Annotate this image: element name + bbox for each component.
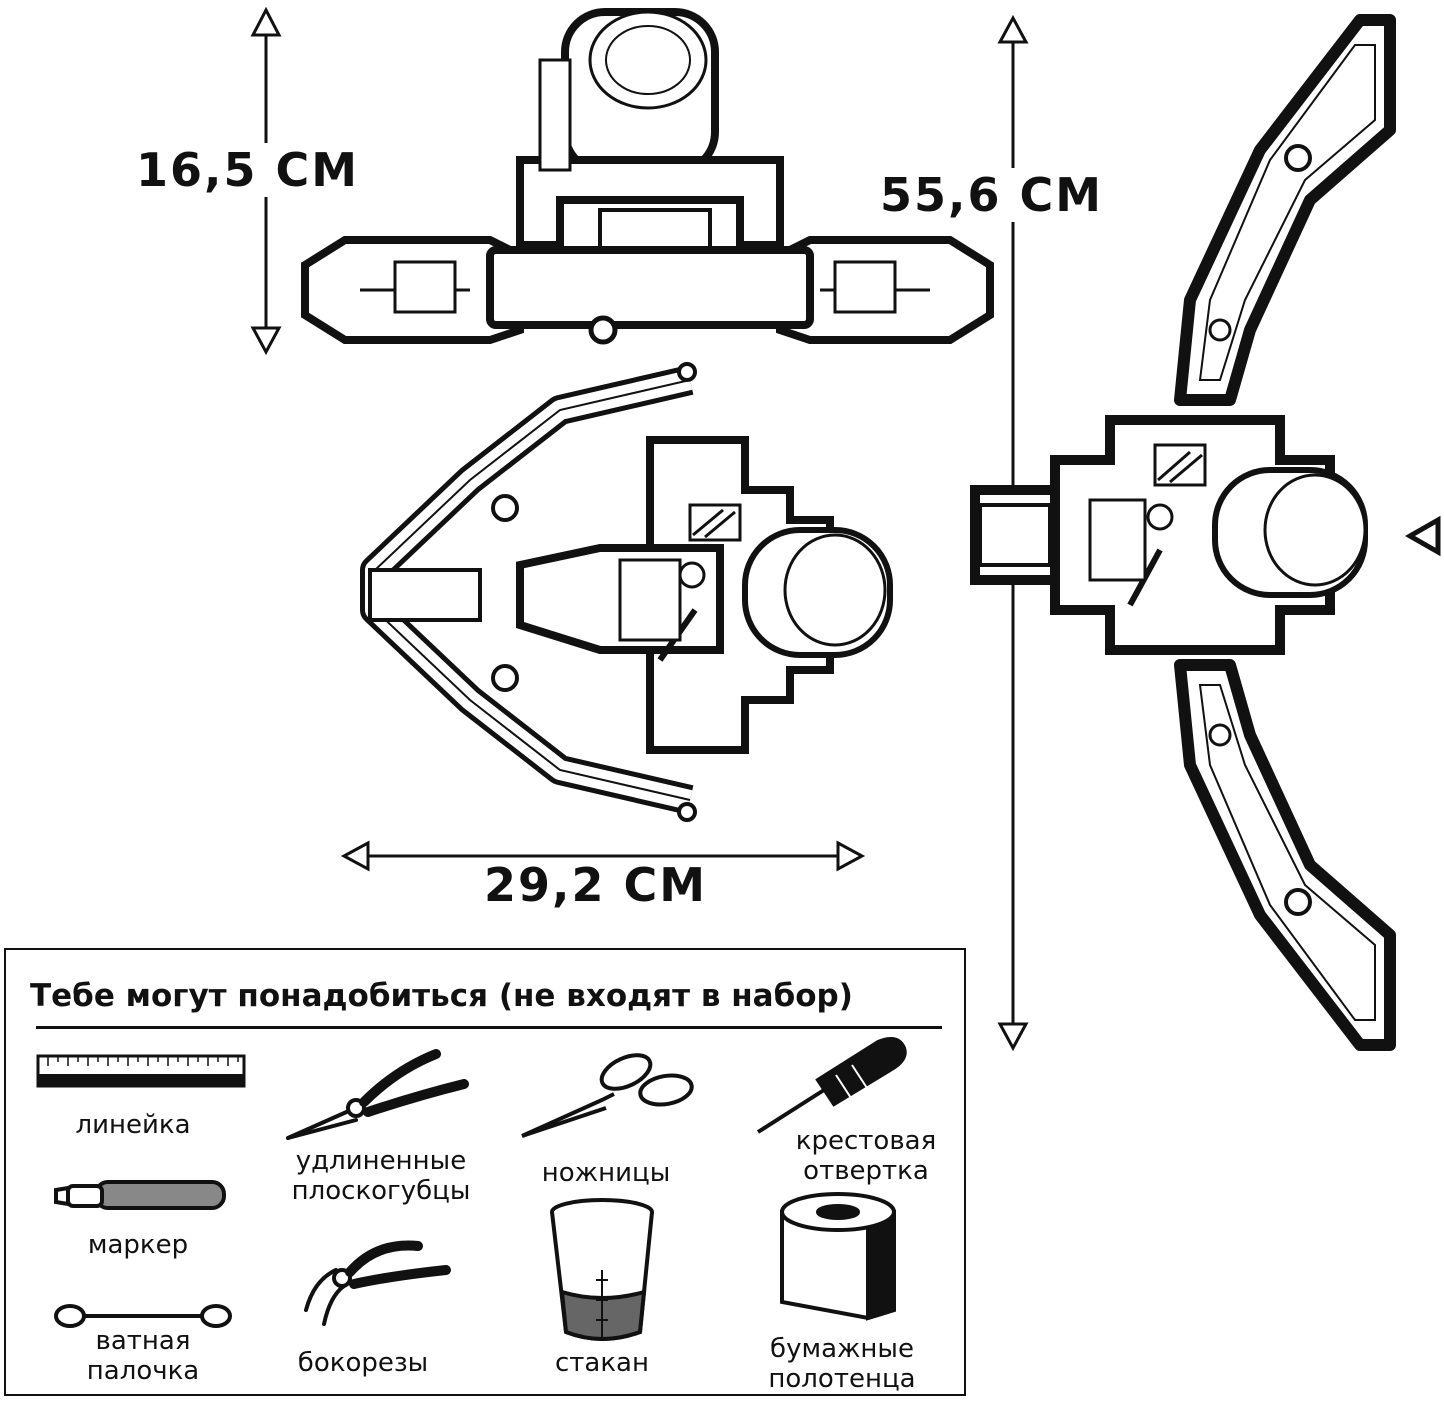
tool-label-screwdriver: крестовая отвертка [795, 1126, 937, 1186]
robot-side-view [360, 362, 893, 822]
ruler-icon [36, 1054, 246, 1088]
tool-label-measuring-cup: стакан [554, 1348, 649, 1378]
cotton-swab-icon [54, 1304, 232, 1328]
direction-triangle-icon [1404, 515, 1441, 557]
height-dimension-label: 16,5 СМ [136, 143, 360, 197]
required-tools-panel: Тебе могут понадобиться (не входят в наб… [4, 948, 966, 1396]
side-cutters-icon [304, 1240, 451, 1326]
marker-icon [54, 1180, 226, 1210]
length-dimension-label: 55,6 СМ [880, 168, 1104, 222]
phillips-screwdriver-icon [756, 1037, 907, 1134]
tool-label-long-nose-pliers: удлиненные плоскогубцы [291, 1146, 471, 1206]
paper-towel-icon [780, 1192, 896, 1321]
scissors-icon [521, 1053, 694, 1138]
tools-panel-title: Тебе могут понадобиться (не входят в наб… [30, 978, 853, 1014]
tool-label-cotton-swab: ватная палочка [86, 1326, 200, 1386]
title-divider [36, 1026, 942, 1029]
tool-label-scissors: ножницы [541, 1158, 671, 1188]
width-dimension-arrow [340, 840, 866, 872]
tool-label-side-cutters: бокорезы [297, 1348, 429, 1378]
robot-top-view [970, 14, 1396, 1051]
tool-label-ruler: линейка [75, 1110, 191, 1140]
long-nose-pliers-icon [286, 1049, 469, 1140]
tools-icons [36, 1037, 907, 1341]
measuring-cup-icon [550, 1198, 654, 1341]
tool-label-marker: маркер [87, 1230, 189, 1260]
robot-front-view [301, 8, 994, 345]
width-dimension-label: 29,2 СМ [484, 858, 708, 912]
tool-label-paper-towels: бумажные полотенца [768, 1334, 916, 1394]
